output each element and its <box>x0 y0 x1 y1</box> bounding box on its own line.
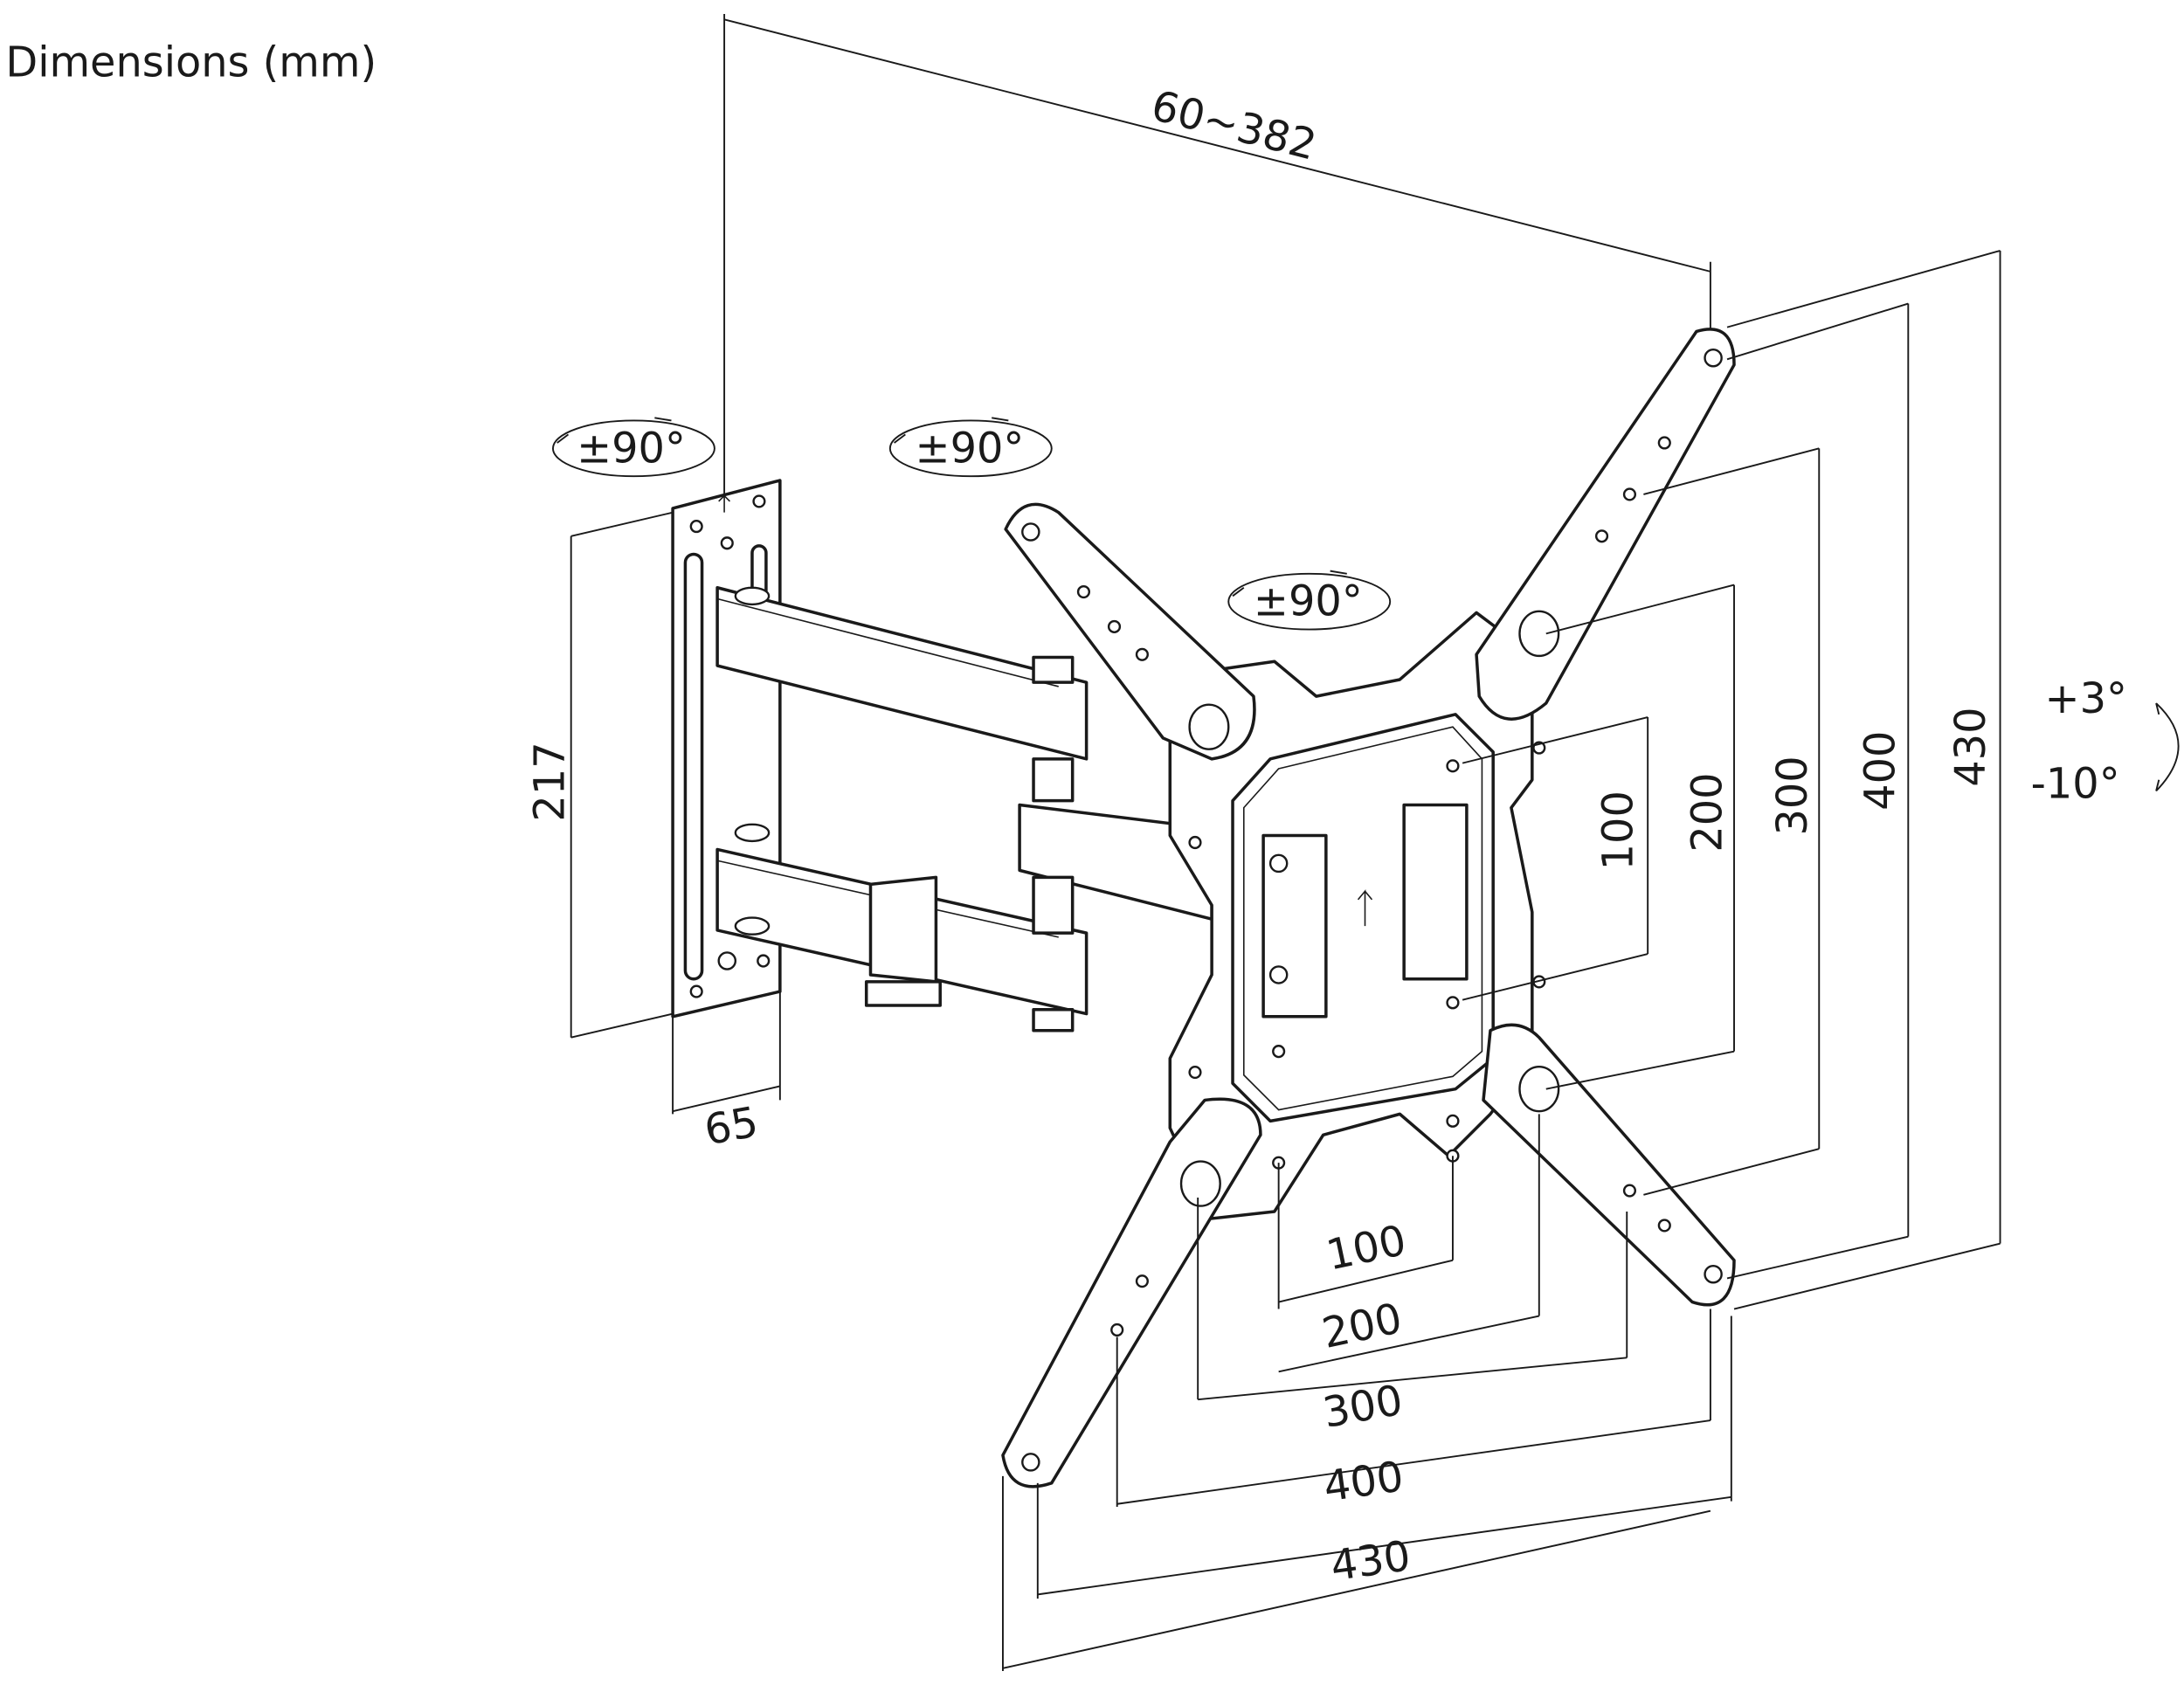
swivel-label-arm: ±90° <box>916 425 1025 473</box>
wall-width-label: 65 <box>701 1099 761 1156</box>
tilt-up-label: +3° <box>2045 675 2127 723</box>
horizontal-dimensions: 100 200 300 400 430 <box>1002 1114 1732 1672</box>
tilt-arrow-icon <box>2155 702 2180 792</box>
swivel-label-plate: ±90° <box>1254 578 1363 626</box>
swivel-indicator-wall: ±90° <box>552 417 715 478</box>
vdim-400: 400 <box>1856 731 1904 811</box>
hdim-100: 100 <box>1323 1217 1411 1281</box>
tilt-indicator: +3° -10° <box>2031 675 2180 808</box>
wall-height-dimension: 217 <box>527 511 674 1039</box>
vesa-arms <box>1001 328 1736 1488</box>
hdim-400: 400 <box>1321 1453 1406 1511</box>
swivel-indicator-plate: ±90° <box>1227 570 1392 631</box>
hdim-430: 430 <box>1328 1532 1413 1591</box>
swivel-label-wall: ±90° <box>577 425 686 473</box>
swivel-indicator-arm: ±90° <box>888 417 1053 478</box>
tilt-down-label: -10° <box>2031 760 2120 808</box>
tv-plate <box>1188 713 1546 1170</box>
diagram-title: Dimensions (mm) <box>5 39 377 87</box>
articulating-arms <box>715 586 1213 1032</box>
vdim-430: 430 <box>1947 707 1995 786</box>
vdim-200: 200 <box>1684 772 1732 852</box>
wall-height-label: 217 <box>527 742 575 821</box>
vertical-dimensions: 100 200 300 400 430 <box>1462 250 2001 1310</box>
vdim-300: 300 <box>1769 756 1817 835</box>
hdim-200: 200 <box>1318 1295 1406 1358</box>
wall-width-dimension: 65 <box>672 991 781 1156</box>
extension-dimension: 60~382 <box>723 13 1711 613</box>
extension-range-label: 60~382 <box>1146 82 1321 170</box>
vdim-100: 100 <box>1595 791 1643 870</box>
